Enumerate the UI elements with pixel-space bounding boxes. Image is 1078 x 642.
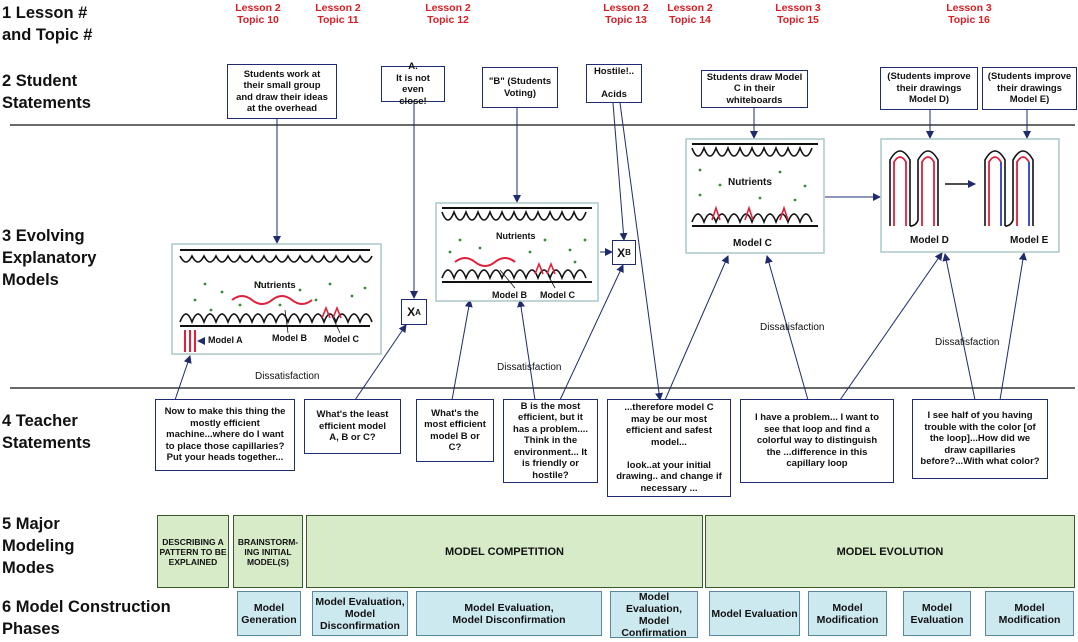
dissatisfaction-label-1: Dissatisfaction: [255, 371, 320, 382]
model-c-label: Model C: [733, 238, 772, 249]
phase-model-modification-1: Model Modification: [808, 591, 887, 636]
model-c-label-bc: Model C: [540, 290, 575, 300]
student-statement-2: A. It is not even close!: [381, 61, 445, 107]
student-statement-7: (Students improve their drawings Model E…: [982, 67, 1077, 110]
nutrients-label-bc: Nutrients: [496, 231, 536, 241]
model-e-label: Model E: [1010, 235, 1049, 246]
model-de-diagram: [880, 138, 1060, 253]
row-label-student-statements: 2 Student Statements: [2, 72, 91, 112]
x-b-subscript: B: [625, 248, 631, 257]
teacher-statement-7: I see half of you having trouble with th…: [912, 399, 1048, 479]
model-a-diagram: [171, 243, 382, 355]
phase-model-evaluation-1: Model Evaluation: [709, 591, 800, 636]
teacher-statement-3: What's the most efficient model B or C?: [416, 399, 494, 462]
dissatisfaction-label-4: Dissatisfaction: [935, 337, 1000, 348]
x-a-subscript: A: [415, 307, 421, 317]
topic-14: Lesson 2 Topic 14: [667, 2, 713, 26]
mode-model-evolution: MODEL EVOLUTION: [705, 515, 1075, 588]
mode-model-competition: MODEL COMPETITION: [306, 515, 703, 588]
mode-brainstorming: BRAINSTORM- ING INITIAL MODEL(S): [233, 515, 303, 588]
topic-12: Lesson 2 Topic 12: [425, 2, 471, 26]
mode-describing-pattern: DESCRIBING A PATTERN TO BE EXPLAINED: [157, 515, 229, 588]
x-a-letter: X: [407, 305, 416, 319]
model-d-label: Model D: [910, 235, 949, 246]
x-b-letter: X: [617, 245, 626, 260]
model-c-label-a: Model C: [324, 334, 359, 344]
topic-11: Lesson 2 Topic 11: [315, 2, 361, 26]
teacher-statement-6: I have a problem... I want to see that l…: [740, 399, 894, 483]
row-label-construction-phases: 6 Model Construction Phases: [2, 598, 171, 638]
topic-10: Lesson 2 Topic 10: [235, 2, 281, 26]
student-statement-4: Hostile!.. Acids: [586, 64, 642, 103]
teacher-statement-5: ...therefore model C may be our most eff…: [607, 399, 731, 497]
phase-model-generation: Model Generation: [237, 591, 301, 636]
student-statement-1: Students work at their small group and d…: [227, 64, 337, 119]
model-a-label: Model A: [208, 335, 243, 345]
student-statement-3: "B" (Students Voting): [482, 67, 558, 108]
dissatisfaction-label-3: Dissatisfaction: [760, 322, 825, 333]
nutrients-label-a: Nutrients: [254, 280, 296, 291]
row-label-teacher-statements: 4 Teacher Statements: [2, 412, 91, 452]
row-label-evolving-models: 3 Evolving Explanatory Models: [2, 227, 97, 289]
phase-model-modification-2: Model Modification: [985, 591, 1074, 636]
dissatisfaction-label-2: Dissatisfaction: [497, 362, 562, 373]
phase-evaluation-disconfirmation-1: Model Evaluation, Model Disconfirmation: [312, 591, 408, 636]
phase-model-evaluation-2: Model Evaluation: [903, 591, 971, 636]
nutrients-label-c: Nutrients: [728, 177, 772, 188]
model-b-label-a: Model B: [272, 333, 307, 343]
model-bc-diagram: [435, 202, 599, 302]
phase-evaluation-confirmation: Model Evaluation, Model Confirmation: [610, 591, 698, 639]
student-statement-6: (Students improve their drawings Model D…: [880, 67, 978, 110]
topic-13: Lesson 2 Topic 13: [603, 2, 649, 26]
row-label-modeling-modes: 5 Major Modeling Modes: [2, 515, 75, 577]
teacher-statement-4: B is the most efficient, but it has a pr…: [503, 399, 598, 483]
teacher-statement-2: What's the least efficient model A, B or…: [304, 399, 401, 454]
topic-15: Lesson 3 Topic 15: [775, 2, 821, 26]
model-b-label: Model B: [492, 290, 527, 300]
student-statement-5: Students draw Model C in their whiteboar…: [701, 70, 808, 108]
row-label-lesson-topic: 1 Lesson # and Topic #: [2, 4, 93, 44]
topic-16: Lesson 3 Topic 16: [946, 2, 992, 26]
model-c-diagram: [685, 138, 825, 254]
teacher-statement-1: Now to make this thing the mostly effici…: [155, 399, 295, 471]
phase-evaluation-disconfirmation-2: Model Evaluation, Model Disconfirmation: [416, 591, 602, 636]
